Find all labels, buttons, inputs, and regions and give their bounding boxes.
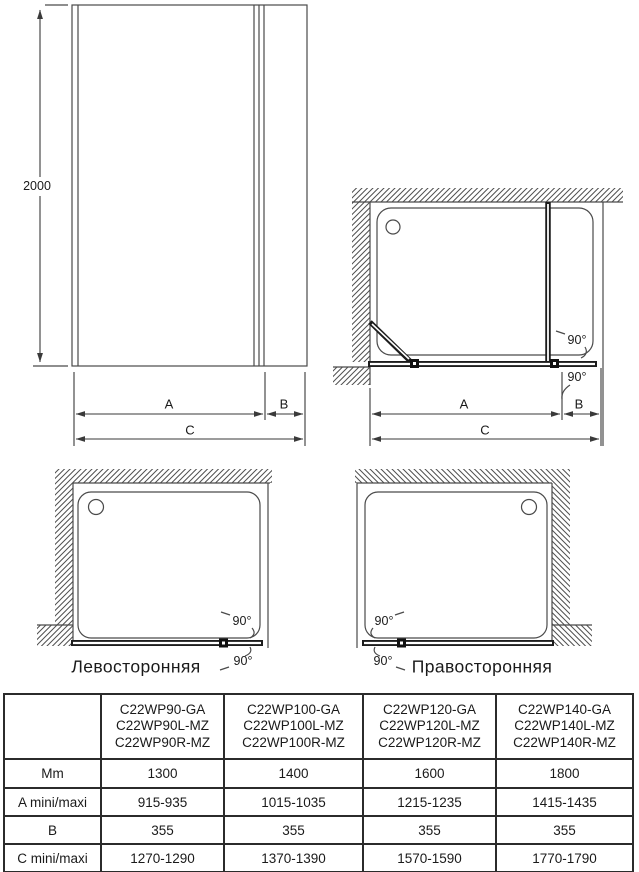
table-header-row: C22WP90-GA C22WP90L-MZ C22WP90R-MZ C22WP… — [3, 693, 634, 760]
drain-icon — [520, 498, 538, 516]
dimension-b-label: B — [574, 396, 584, 412]
wall-hatch-corner — [333, 367, 370, 385]
table-cell: 1600 — [362, 758, 497, 789]
angle-leader-tick — [220, 611, 231, 616]
dimension-extension-lines — [73, 372, 306, 446]
angle-leader-tick — [394, 611, 405, 616]
wall-hatch-top — [355, 469, 570, 483]
product-codes-col-1: C22WP90-GA C22WP90L-MZ C22WP90R-MZ — [100, 693, 225, 760]
table-cell: 1215-1235 — [362, 787, 497, 817]
angle-leader-tick — [219, 666, 230, 671]
front-elevation-view — [33, 4, 308, 446]
height-dimension-label: 2000 — [23, 178, 51, 193]
table-cell: 1400 — [223, 758, 364, 789]
angle-leader-arc — [370, 627, 376, 639]
table-row: C mini/maxi 1270-1290 1370-1390 1570-159… — [3, 843, 634, 872]
table-cell: 1770-1790 — [495, 843, 634, 872]
wall-hatch-left — [352, 202, 370, 362]
table-cell: 1800 — [495, 758, 634, 789]
left-version-caption: Левосторонняя — [71, 656, 201, 677]
angle-label: 90° — [567, 332, 587, 347]
angle-leader-arc — [244, 646, 252, 657]
row-label: A mini/maxi — [3, 787, 102, 817]
product-codes-col-4: C22WP140-GA C22WP140L-MZ C22WP140R-MZ — [495, 693, 634, 760]
table-row: Mm 1300 1400 1600 1800 — [3, 758, 634, 789]
dimension-extension-lines — [369, 368, 602, 446]
angle-label: 90° — [373, 653, 393, 668]
table-cell: 355 — [100, 815, 225, 845]
dimension-a-label: A — [459, 396, 469, 412]
wall-corner-edge — [333, 366, 371, 385]
shower-tray — [77, 491, 261, 639]
table-cell: 1015-1035 — [223, 787, 364, 817]
table-cell: 1300 — [100, 758, 225, 789]
dimension-c-label: C — [185, 422, 195, 438]
angle-label: 90° — [233, 653, 253, 668]
table-corner-cell — [3, 693, 102, 760]
pivot-profile-lines — [253, 5, 265, 366]
table-row: B 355 355 355 355 — [3, 815, 634, 845]
dimension-c-label: C — [480, 422, 490, 438]
angle-label: 90° — [232, 613, 252, 628]
panel-connector — [219, 638, 228, 648]
drawing-area: .thin { stroke:#4a4a4a; stroke-width:1.2… — [33, 4, 623, 671]
angle-leader-arc — [373, 646, 381, 657]
angle-label: 90° — [374, 613, 394, 628]
dimension-a-label: A — [164, 396, 174, 412]
product-codes-col-2: C22WP100-GA C22WP100L-MZ C22WP100R-MZ — [223, 693, 364, 760]
table-cell: 1570-1590 — [362, 843, 497, 872]
angle-leader-arc — [580, 346, 587, 359]
panel-connector — [550, 359, 559, 368]
panel-connector — [410, 359, 419, 368]
table-cell: 1370-1390 — [223, 843, 364, 872]
table-cell: 355 — [495, 815, 634, 845]
product-codes-col-3: C22WP120-GA C22WP120L-MZ C22WP120R-MZ — [362, 693, 497, 760]
shower-tray — [364, 491, 548, 639]
dimension-b-label: B — [279, 396, 289, 412]
table-cell: 355 — [223, 815, 364, 845]
table-cell: 1415-1435 — [495, 787, 634, 817]
row-label: C mini/maxi — [3, 843, 102, 872]
table-cell: 355 — [362, 815, 497, 845]
wall-hatch-top — [55, 469, 272, 483]
panel-connector — [397, 638, 406, 648]
row-label: B — [3, 815, 102, 845]
table-cell: 915-935 — [100, 787, 225, 817]
support-brace-core — [371, 323, 410, 360]
top-plan-view — [333, 188, 623, 446]
angle-leader-tick — [395, 666, 406, 671]
right-version-plan — [355, 469, 592, 671]
drain-icon — [385, 219, 401, 235]
wall-hatch-corner — [552, 625, 592, 646]
shower-tray — [376, 207, 594, 356]
left-version-plan — [37, 469, 272, 671]
angle-leader-arc — [249, 627, 255, 639]
table-cell: 1270-1290 — [100, 843, 225, 872]
angle-label: 90° — [567, 369, 587, 384]
table-row: A mini/maxi 915-935 1015-1035 1215-1235 … — [3, 787, 634, 817]
row-label: Mm — [3, 758, 102, 789]
spec-table: C22WP90-GA C22WP90L-MZ C22WP90R-MZ C22WP… — [3, 693, 634, 872]
glass-panel-outline — [71, 4, 308, 367]
wall-hatch-top — [352, 188, 623, 202]
right-version-caption: Правосторонняя — [411, 656, 553, 677]
wall-hatch-left — [55, 483, 73, 625]
drain-icon — [87, 498, 105, 516]
wall-hatch-right — [552, 483, 570, 625]
angle-leader-tick — [555, 330, 566, 335]
angle-leader-arc — [561, 384, 571, 400]
wall-hatch-corner — [37, 625, 73, 646]
